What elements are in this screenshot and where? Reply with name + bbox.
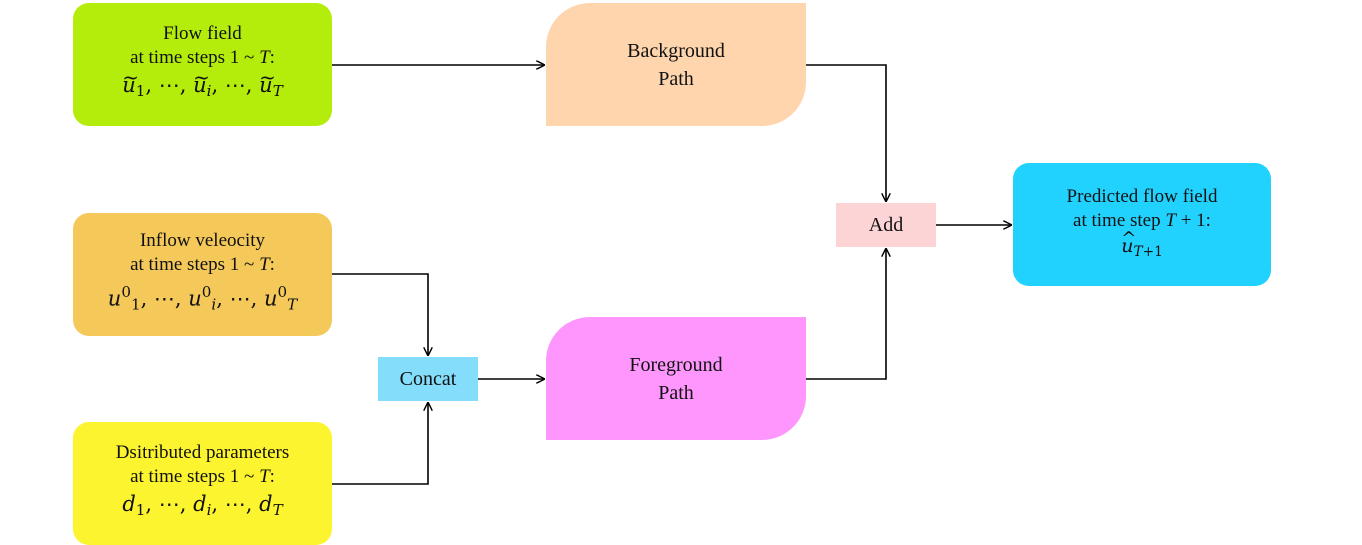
edge-background-to-add <box>806 64 886 201</box>
inflow-velocity-node: Inflow veleocity at time steps 1 ~ T: u0… <box>73 213 332 336</box>
background-path-label-1: Background <box>627 39 725 62</box>
inflow-velocity-sequence: u01, ⋯, u0i, ⋯, u0T <box>107 283 298 314</box>
add-node: Add <box>836 203 936 247</box>
distributed-parameters-title: Dsitributed parameters <box>115 442 290 464</box>
edge-distributed-to-concat <box>332 403 428 485</box>
distributed-parameters-sequence: d1, ⋯, di, ⋯, dT <box>122 492 283 520</box>
flow-field-title: Flow field <box>163 23 242 45</box>
foreground-path-node: Foreground Path <box>546 317 806 440</box>
flow-field-time-range: at time steps 1 ~ T: <box>130 47 275 69</box>
predicted-flow-field-node: Predicted flow field at time step T + 1:… <box>1013 163 1271 286</box>
flow-field-sequence: u1, ⋯, ui, ⋯, uT <box>122 62 283 106</box>
flow-field-node: Flow field at time steps 1 ~ T: u1, ⋯, u… <box>73 3 332 126</box>
inflow-velocity-title: Inflow veleocity <box>139 230 266 252</box>
inflow-velocity-time-range: at time steps 1 ~ T: <box>130 254 275 276</box>
distributed-parameters-node: Dsitributed parameters at time steps 1 ~… <box>73 422 332 545</box>
edge-inflow-to-concat <box>332 273 428 355</box>
edge-foreground-to-add <box>806 249 886 380</box>
concat-node: Concat <box>378 357 478 401</box>
distributed-parameters-time-range: at time steps 1 ~ T: <box>130 466 275 488</box>
background-path-node: Background Path <box>546 3 806 126</box>
predicted-output-symbol: uT+1 <box>1121 226 1163 265</box>
foreground-path-label-1: Foreground <box>629 353 723 376</box>
predicted-time-step: at time step T + 1: <box>1073 209 1211 231</box>
concat-label: Concat <box>399 368 457 390</box>
add-label: Add <box>868 214 904 236</box>
background-path-label-2: Path <box>658 67 694 90</box>
predicted-title: Predicted flow field <box>1066 185 1218 207</box>
foreground-path-label-2: Path <box>658 381 694 404</box>
